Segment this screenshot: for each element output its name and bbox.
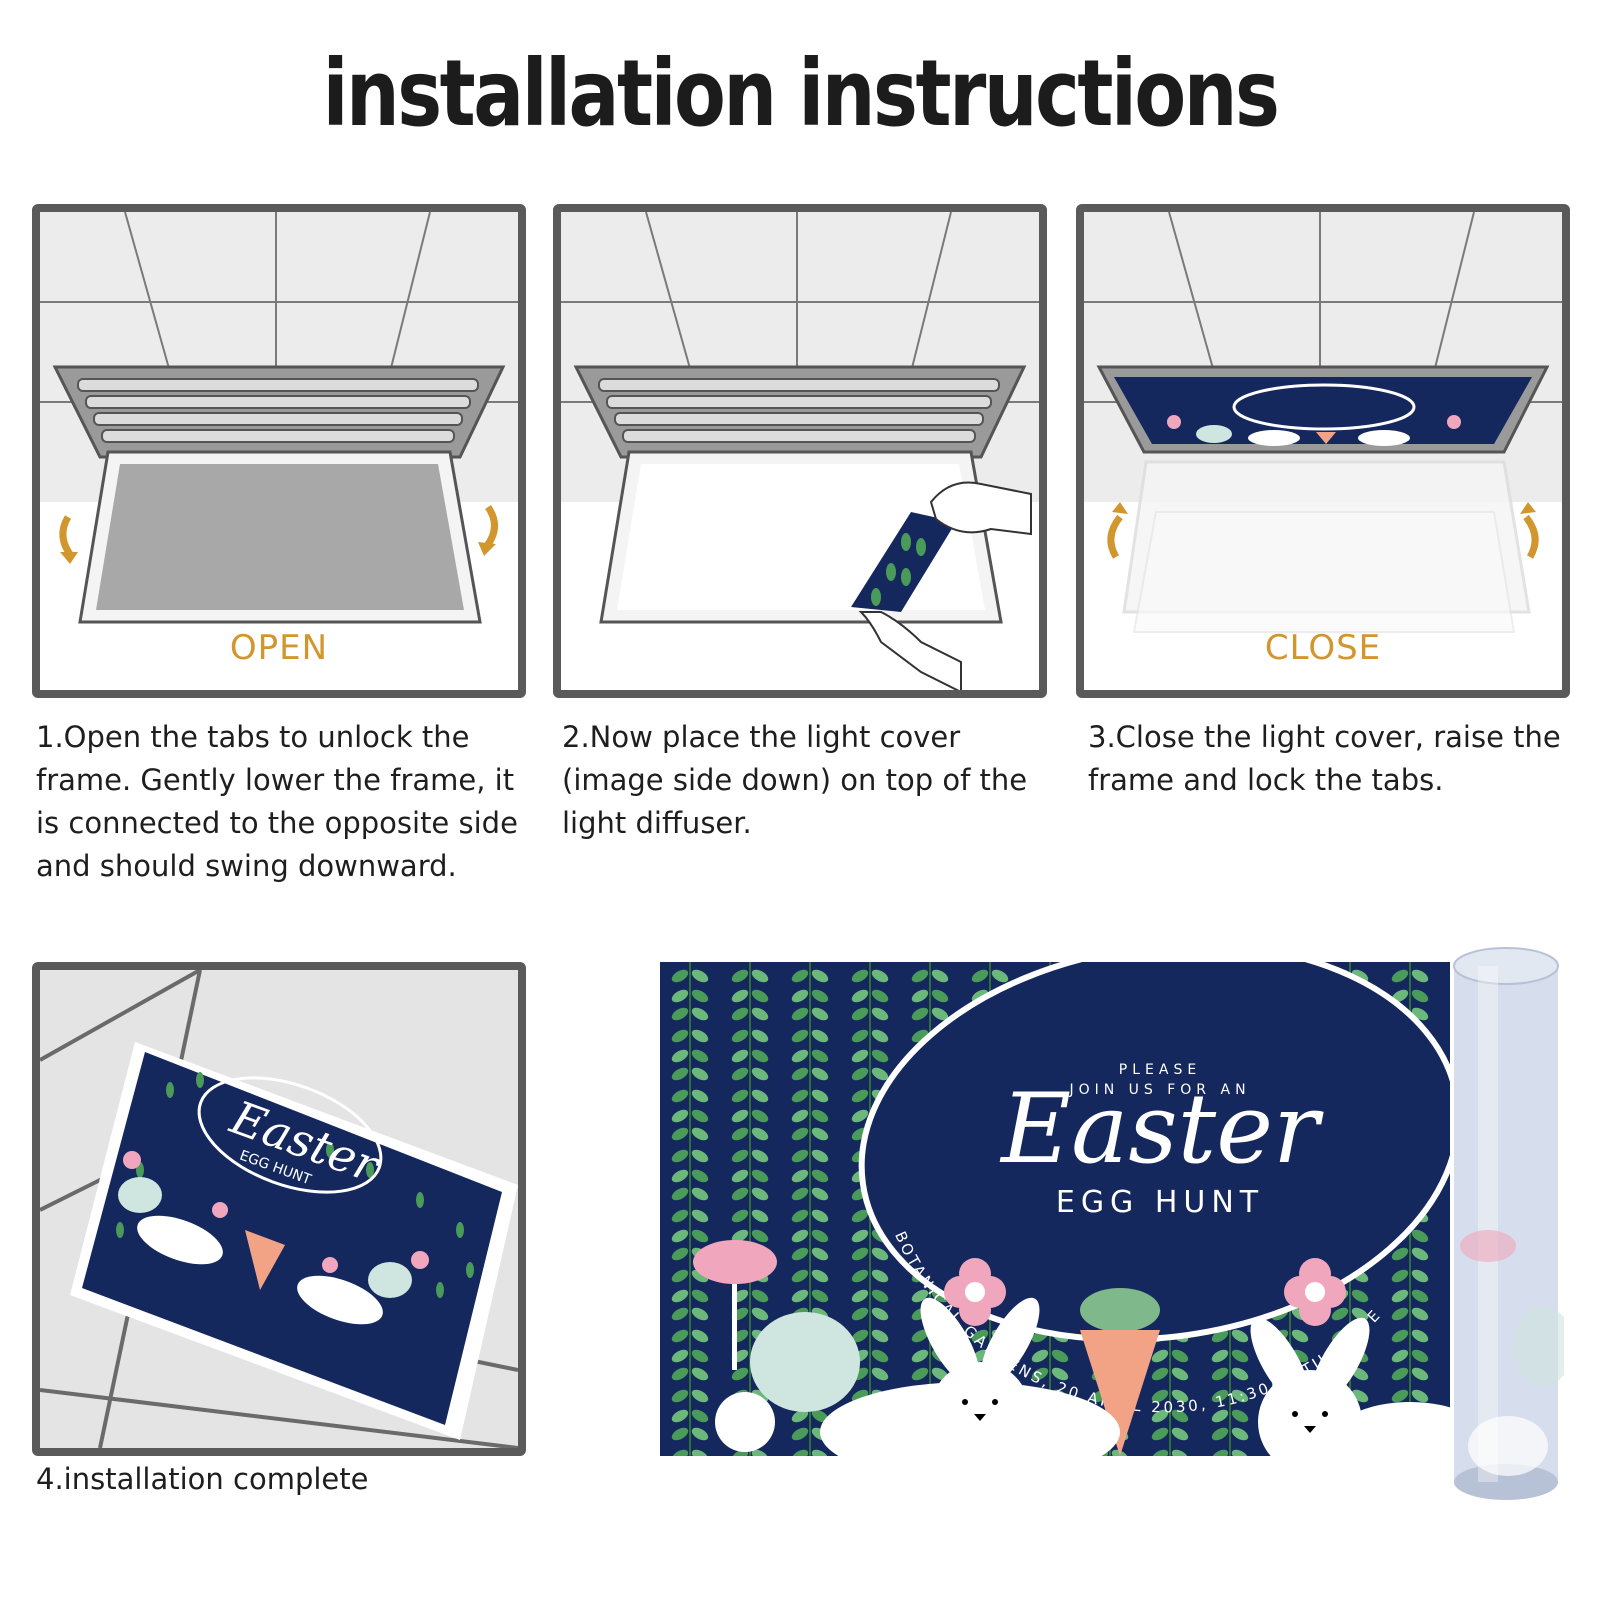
poster-subtitle: EGG HUNT <box>1056 1185 1264 1220</box>
installed-cover-illustration: Easter EGG HUNT <box>40 970 518 1448</box>
poster-line2: JOIN US FOR AN <box>1068 1082 1250 1098</box>
poster-artwork: PLEASE JOIN US FOR AN Easter EGG HUNT BO… <box>660 962 1450 1456</box>
ceiling-place-cover-illustration <box>561 212 1039 690</box>
step3-text: 3.Close the light cover, raise the frame… <box>1088 720 1561 797</box>
step1-text: 1.Open the tabs to unlock the frame. Gen… <box>36 720 518 883</box>
close-label: CLOSE <box>1264 628 1382 668</box>
poster-script-title: Easter <box>999 1073 1324 1185</box>
easter-egg-left <box>750 1312 860 1412</box>
step4-text: 4.installation complete <box>36 1462 369 1496</box>
carrot <box>1080 1288 1160 1456</box>
open-label: OPEN <box>229 628 329 668</box>
step2-illustration <box>553 204 1047 698</box>
step4-illustration: Easter EGG HUNT <box>32 962 526 1456</box>
ceiling-close-illustration <box>1084 212 1562 633</box>
rolled-film-illustration <box>1453 947 1573 1500</box>
step3-illustration: CLOSE <box>1076 204 1570 698</box>
page-title: installation instructions <box>322 40 1280 147</box>
easter-poster: PLEASE JOIN US FOR AN Easter EGG HUNT BO… <box>660 962 1450 1456</box>
poster-line1: PLEASE <box>1119 1062 1201 1078</box>
poster-roll <box>1448 946 1573 1502</box>
ceiling-open-illustration <box>40 212 518 624</box>
bunny-left <box>715 1297 1120 1456</box>
pink-tree-left <box>693 1240 777 1370</box>
step1-illustration: OPEN <box>32 204 526 698</box>
bunny-right <box>1250 1317 1450 1456</box>
flower-left <box>944 1258 1006 1326</box>
step2-text: 2.Now place the light cover (image side … <box>562 720 1028 840</box>
flower-right <box>1284 1258 1346 1326</box>
